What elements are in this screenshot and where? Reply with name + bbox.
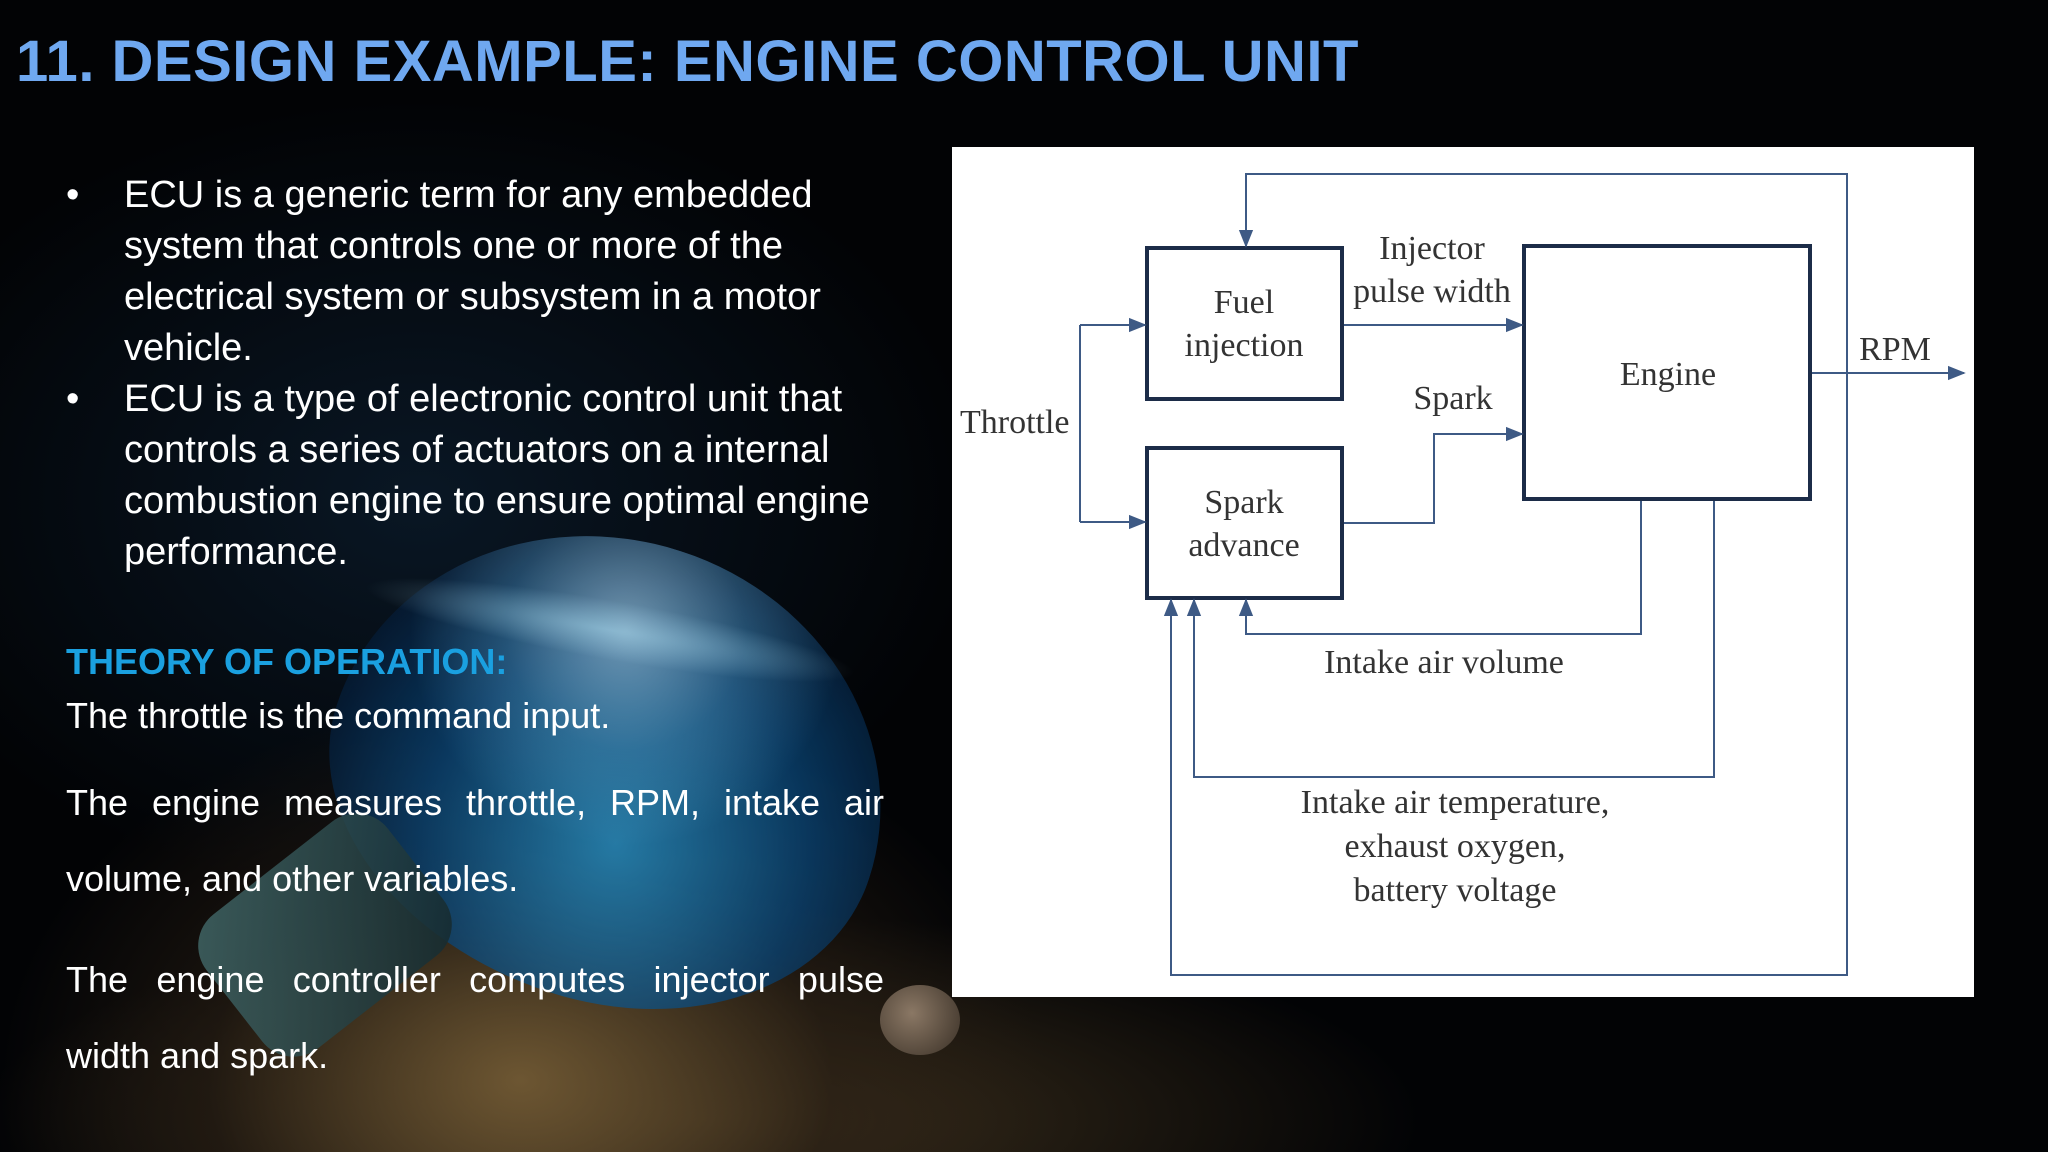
- bullet-text: ECU is a generic term for any embedded s…: [124, 174, 821, 369]
- bullet-icon: •: [66, 174, 80, 216]
- slide-title: 11. DESIGN EXAMPLE: ENGINE CONTROL UNIT: [16, 29, 1359, 94]
- sensor-feedback-arrow: [1186, 501, 1715, 778]
- engine-block: [1522, 244, 1812, 501]
- rpm-feedback-to-spark: [1163, 373, 1848, 976]
- theory-paragraph: The engine measures throttle, RPM, intak…: [66, 782, 884, 899]
- fuel-injection-label-line1: Fuel: [1214, 284, 1274, 321]
- fuel-injection-block: [1145, 246, 1344, 401]
- spark-advance-block: [1145, 446, 1344, 600]
- spark-advance-label-line2: advance: [1188, 527, 1299, 564]
- spark-advance-label-line1: Spark: [1204, 484, 1283, 521]
- theory-paragraph: The throttle is the command input.: [66, 695, 611, 736]
- throttle-label: Throttle: [960, 404, 1070, 441]
- spark-arrow: [1344, 426, 1524, 524]
- bullet-icon: •: [66, 378, 80, 420]
- injector-pulse-label-line2: pulse width: [1353, 273, 1511, 310]
- theory-paragraph: The engine controller computes injector …: [66, 959, 884, 1076]
- injector-pulse-label-line1: Injector: [1379, 230, 1485, 267]
- spark-label: Spark: [1413, 380, 1492, 417]
- snail-illustration: [880, 985, 960, 1055]
- sensors-label-line1: Intake air temperature,: [1301, 784, 1610, 821]
- diagram-svg: Fuel injection Spark advance Engine Thro…: [960, 173, 1966, 976]
- intake-air-volume-arrow: [1238, 501, 1642, 635]
- bullet-list: • ECU is a generic term for any embedded…: [60, 170, 890, 578]
- sensors-label-line3: battery voltage: [1354, 872, 1557, 909]
- bullet-item: • ECU is a type of electronic control un…: [60, 374, 890, 578]
- intake-air-volume-label: Intake air volume: [1324, 644, 1564, 681]
- rpm-feedback-to-fuel: [1238, 173, 1848, 373]
- fuel-injection-label-line2: injection: [1185, 327, 1304, 364]
- ecu-block-diagram: Fuel injection Spark advance Engine Thro…: [952, 147, 1974, 997]
- theory-heading: THEORY OF OPERATION:: [66, 641, 508, 682]
- bullet-text: ECU is a type of electronic control unit…: [124, 378, 870, 573]
- rpm-label: RPM: [1859, 331, 1931, 368]
- bullet-item: • ECU is a generic term for any embedded…: [60, 170, 890, 374]
- engine-label: Engine: [1620, 356, 1716, 393]
- sensors-label-line2: exhaust oxygen,: [1345, 828, 1566, 865]
